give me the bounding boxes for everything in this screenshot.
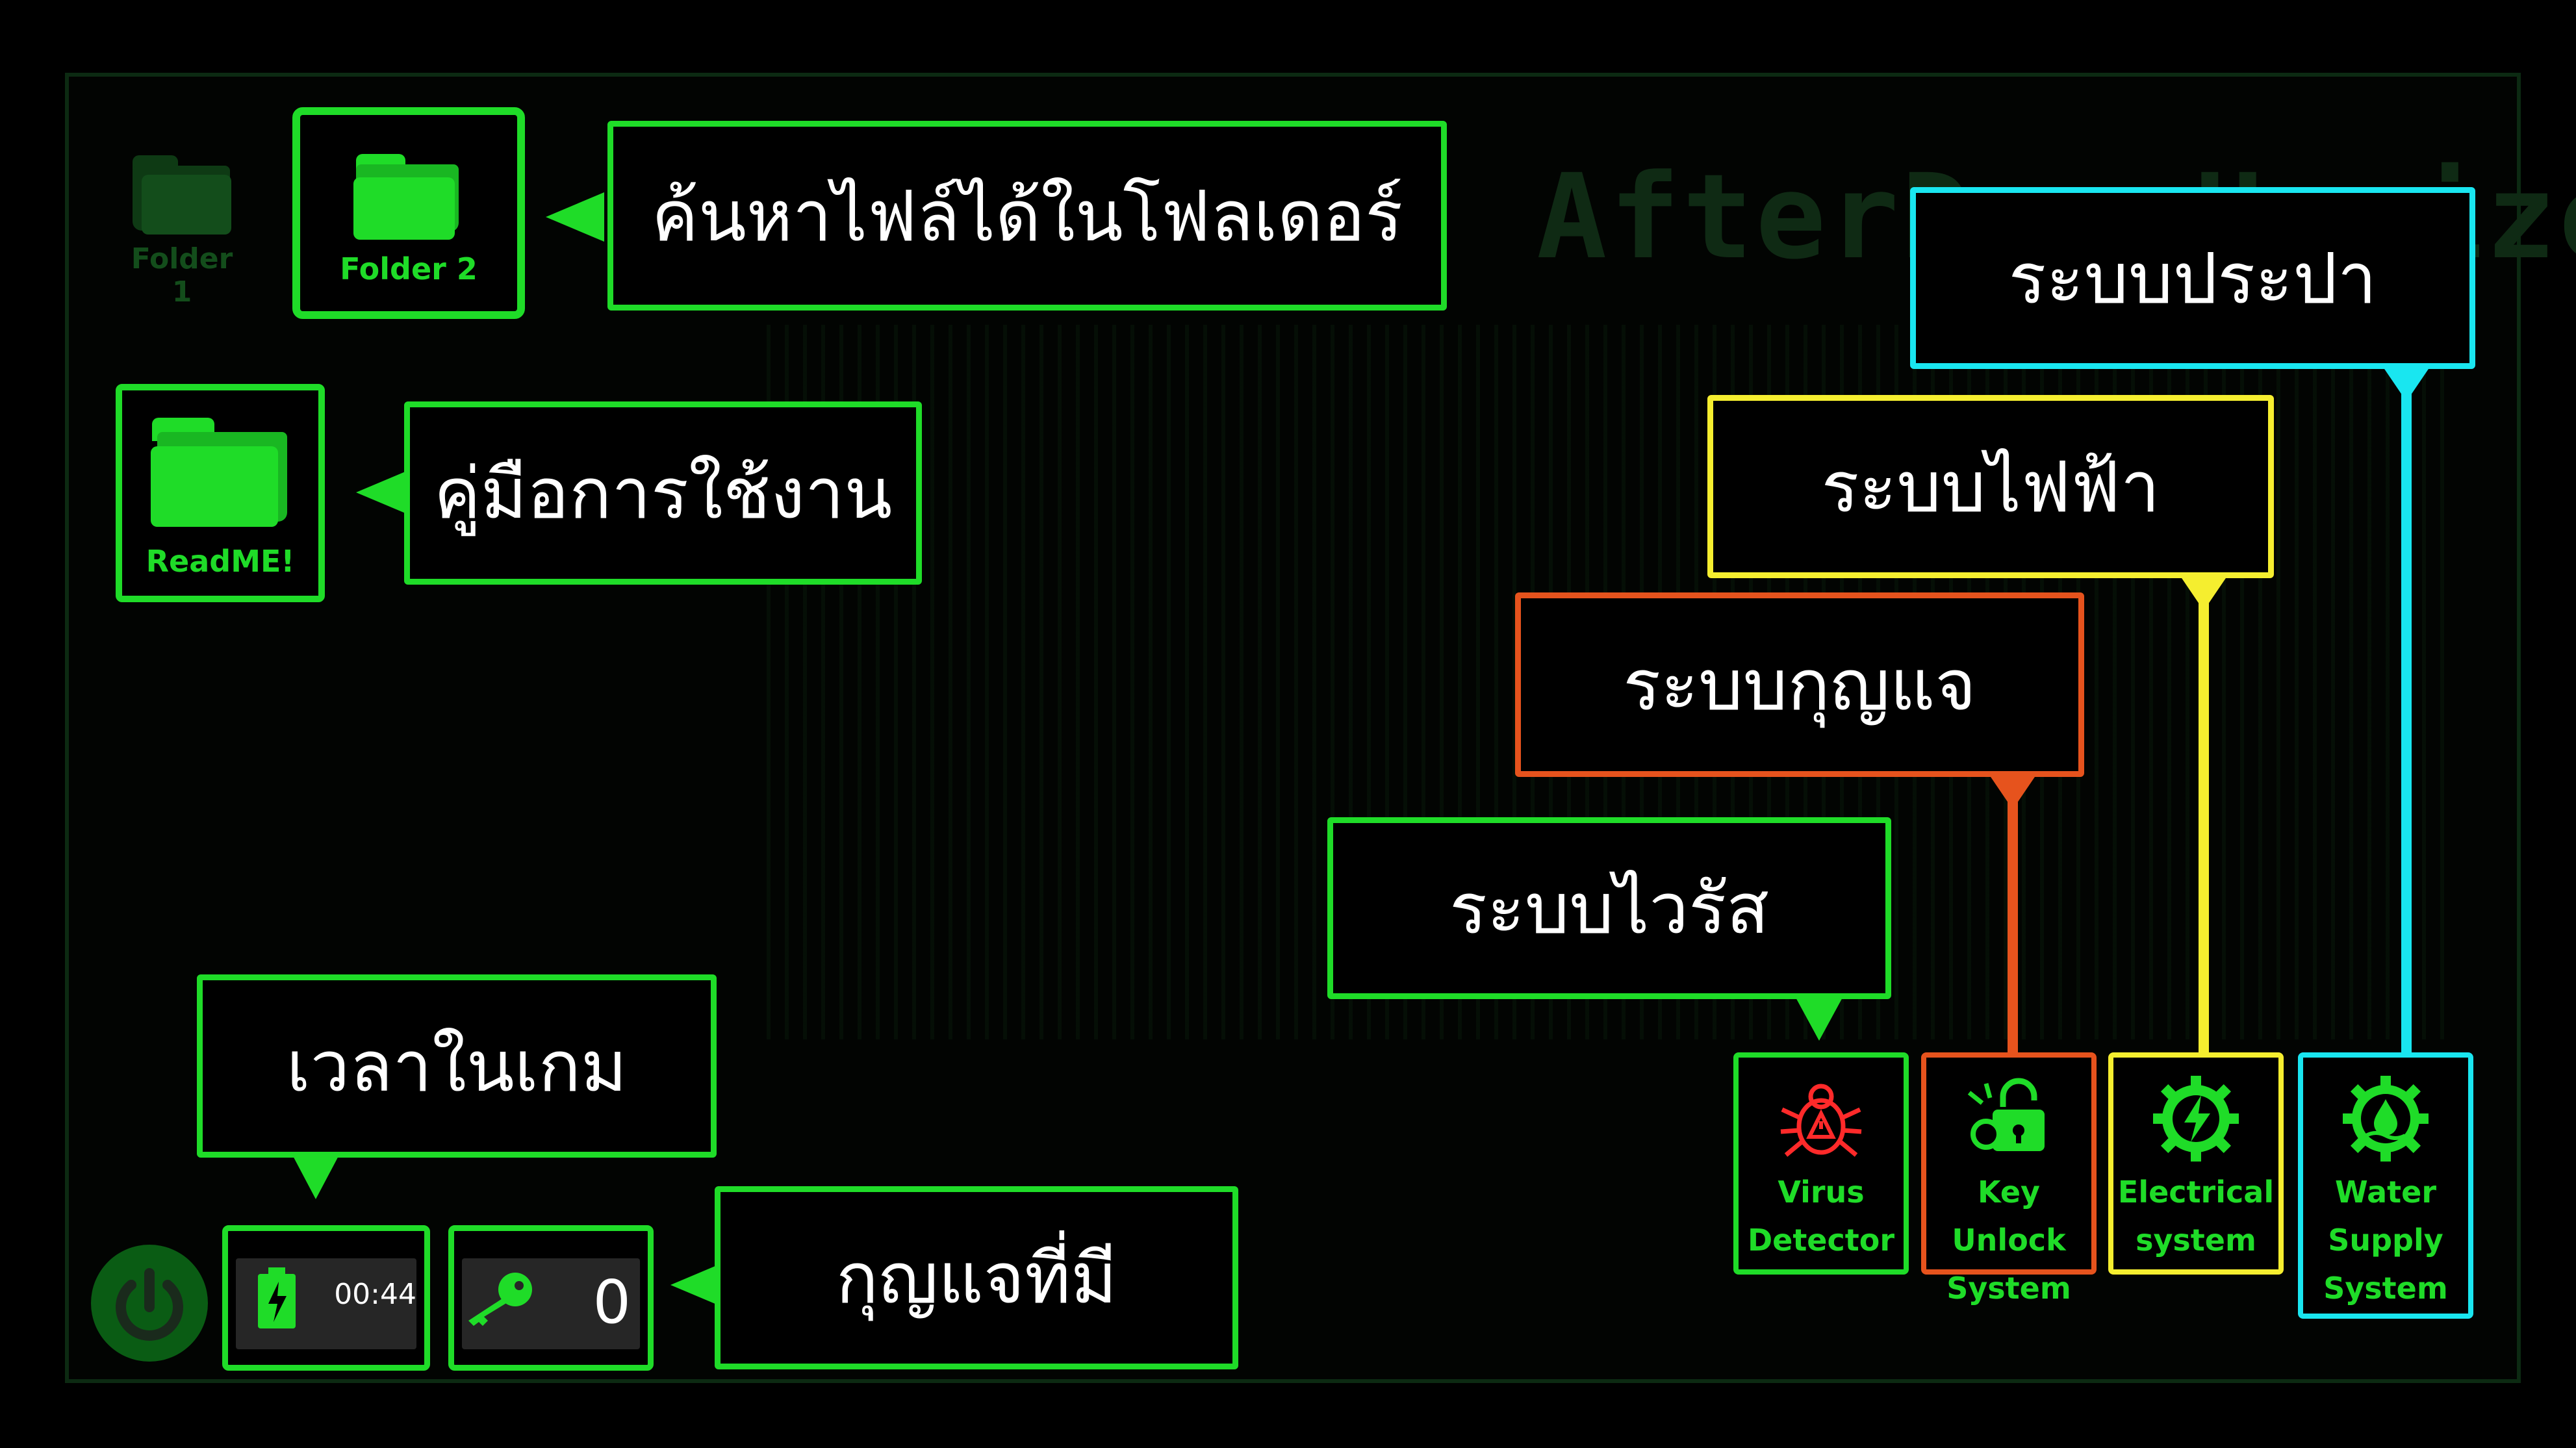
bug-warning-icon [1780, 1084, 1862, 1157]
battery-charging-icon [258, 1267, 296, 1328]
virus-system-callout: ระบบไวรัส [1327, 817, 1891, 999]
folder-icon [151, 418, 287, 528]
folder-2-icon-button[interactable]: Folder 2 [292, 107, 525, 319]
key-lock-icon [1967, 1078, 2045, 1151]
game-time-bar: 00:44 [236, 1258, 416, 1349]
callout-pointer [546, 192, 604, 242]
key-count-bar: 0 [462, 1258, 640, 1349]
folder-1-icon-button[interactable]: Folder 1 [117, 146, 247, 309]
keys-owned-callout: กุญแจที่มี [715, 1186, 1238, 1369]
game-time-text: 00:44 [334, 1278, 416, 1311]
game-time-callout: เวลาในเกม [197, 974, 717, 1158]
water-system-callout: ระบบประปา [1910, 187, 2475, 369]
user-manual-callout: คู่มือการใช้งาน [404, 401, 922, 585]
electric-system-callout: ระบบไฟฟ้า [1707, 395, 2274, 578]
key-icon [468, 1273, 532, 1326]
folder-1-label: Folder 1 [131, 242, 233, 309]
water-drop-gear-icon [2343, 1076, 2429, 1162]
key-count-text: 0 [593, 1267, 631, 1337]
connector-line [2401, 390, 2412, 1055]
lightning-gear-icon [2153, 1076, 2239, 1162]
callout-pointer [291, 1152, 340, 1199]
power-button[interactable] [91, 1245, 208, 1362]
folder-icon [353, 154, 464, 240]
readme-label: ReadME! [146, 544, 295, 579]
folder-icon [130, 153, 234, 237]
key-count-panel: 0 [448, 1225, 654, 1371]
find-files-callout: ค้นหาไฟล์ได้ในโฟลเดอร์ [607, 121, 1447, 311]
readme-icon-button[interactable]: ReadME! [116, 384, 325, 602]
folder-2-label: Folder 2 [340, 251, 478, 286]
callout-pointer [1794, 995, 1844, 1041]
power-icon [116, 1268, 183, 1341]
key-system-callout: ระบบกุญแจ [1515, 592, 2084, 777]
connector-line [2199, 599, 2209, 1055]
game-time-panel: 00:44 [222, 1225, 430, 1371]
connector-line [2008, 798, 2018, 1055]
